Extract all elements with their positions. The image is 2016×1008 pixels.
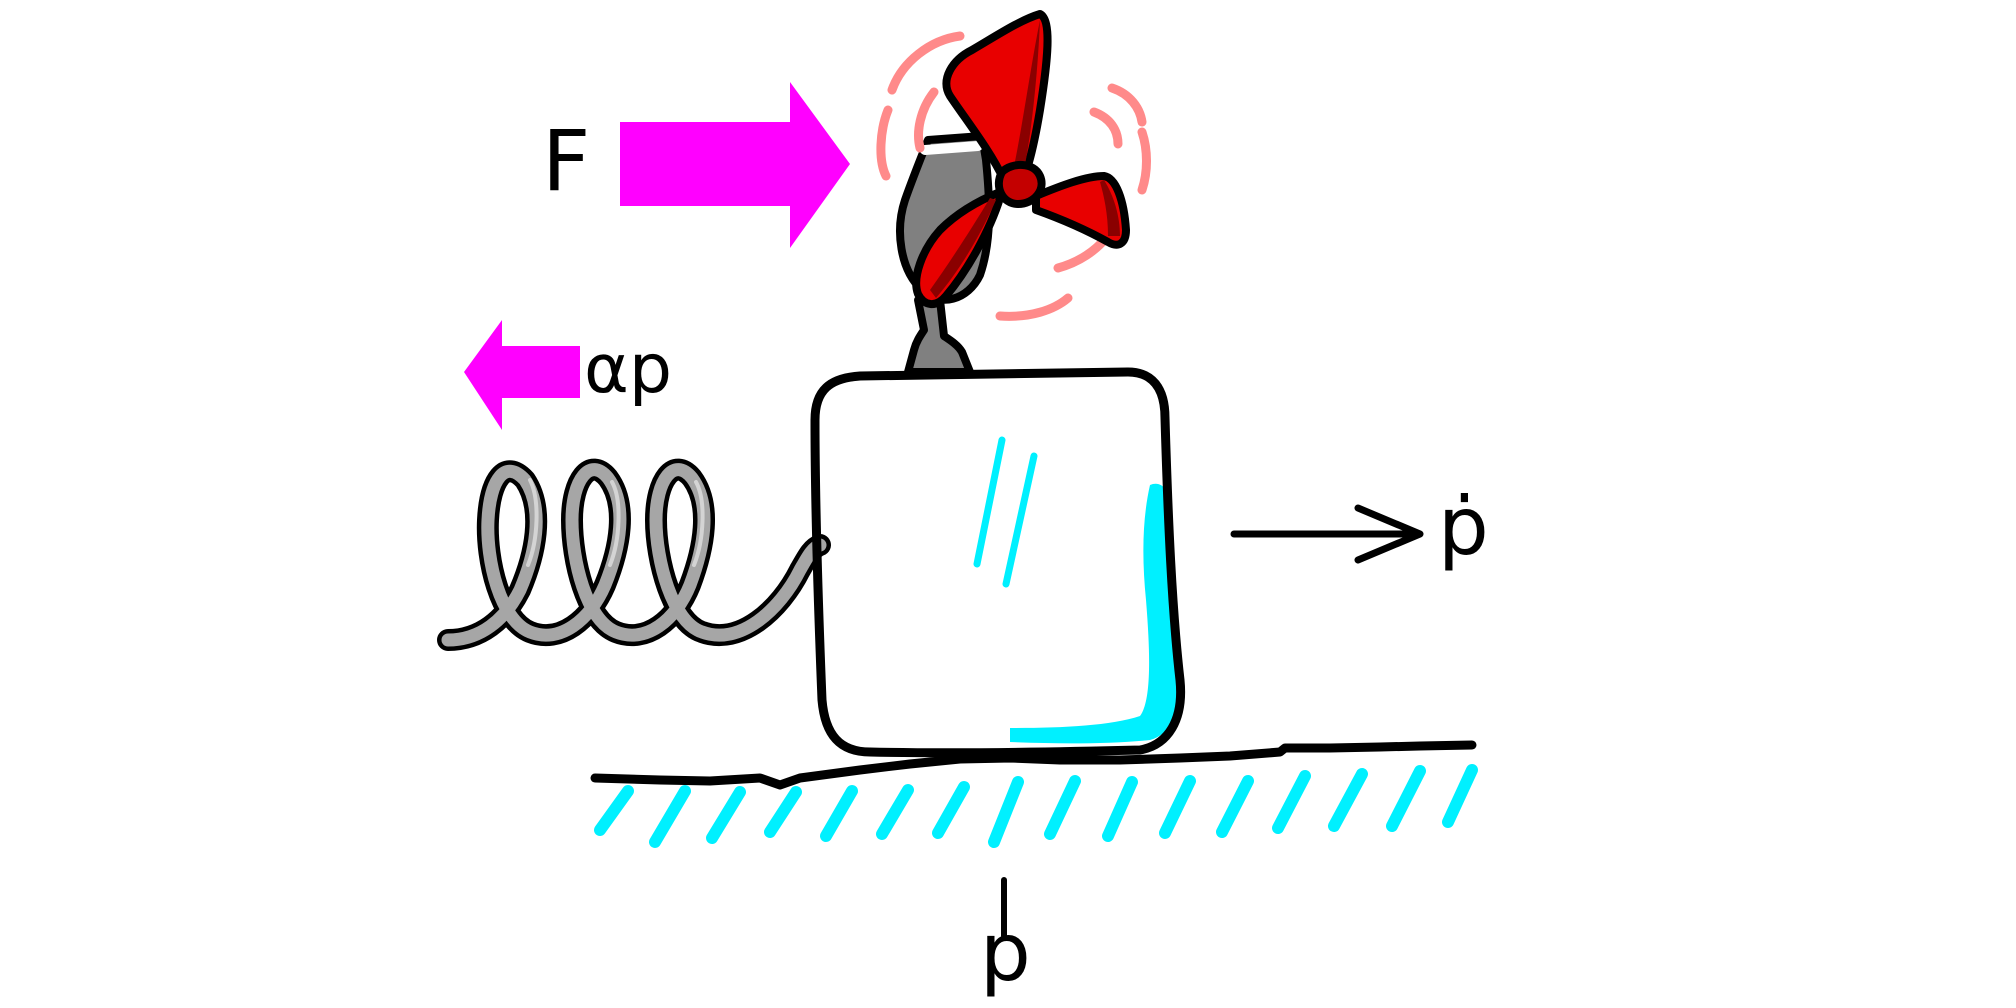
force-arrow: F — [542, 82, 850, 248]
spring-force-label: αp — [584, 330, 672, 409]
block-outline — [810, 367, 1186, 758]
spring-icon — [437, 458, 831, 651]
propeller-hub-cap — [994, 161, 1046, 208]
spring-coil — [441, 463, 827, 647]
ground-icon — [590, 740, 1478, 848]
position-label: p — [980, 906, 1031, 999]
velocity-label: ṗ — [1438, 480, 1489, 573]
position-marker: p — [980, 877, 1031, 999]
spring-force-arrow: αp — [464, 320, 672, 430]
block-icon — [810, 367, 1186, 758]
block-shading — [1010, 483, 1182, 744]
velocity-arrow: ṗ — [1230, 480, 1489, 573]
velocity-arrow-line — [1230, 504, 1424, 564]
ground-hatch — [594, 764, 1478, 848]
force-arrow-shape — [620, 82, 850, 248]
block-glare — [973, 436, 1038, 588]
spring-force-arrow-shape — [464, 320, 580, 430]
propeller-fan-icon — [876, 10, 1151, 376]
force-label: F — [542, 112, 590, 210]
fan-mast — [904, 296, 974, 376]
ground-line — [590, 740, 1477, 790]
propeller-motion-lines — [876, 31, 1151, 321]
